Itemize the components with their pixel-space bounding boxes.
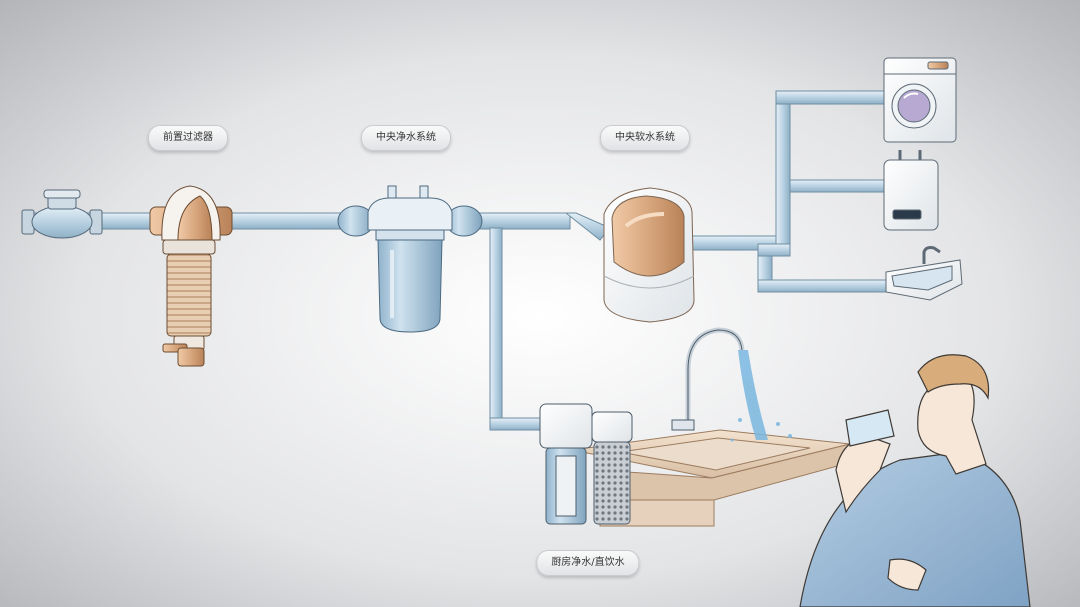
label-kitchen-direct: 厨房净水/直饮水 (536, 550, 640, 576)
drinking-man-icon (799, 354, 1031, 607)
water-stream (730, 350, 792, 442)
washing-machine-icon (883, 57, 957, 143)
water-heater-icon (883, 150, 939, 231)
faucet-icon (671, 327, 745, 431)
kitchen-purifier-icon (539, 403, 633, 525)
softener-icon (603, 187, 695, 323)
sink-icon (885, 246, 963, 301)
label-central-soften: 中央软水系统 (600, 125, 690, 151)
prefilter-icon (149, 185, 233, 367)
label-central-purify: 中央净水系统 (361, 125, 451, 151)
label-prefilter: 前置过滤器 (148, 125, 228, 151)
water-meter-icon (21, 189, 103, 239)
central-purifier-icon (337, 185, 483, 333)
